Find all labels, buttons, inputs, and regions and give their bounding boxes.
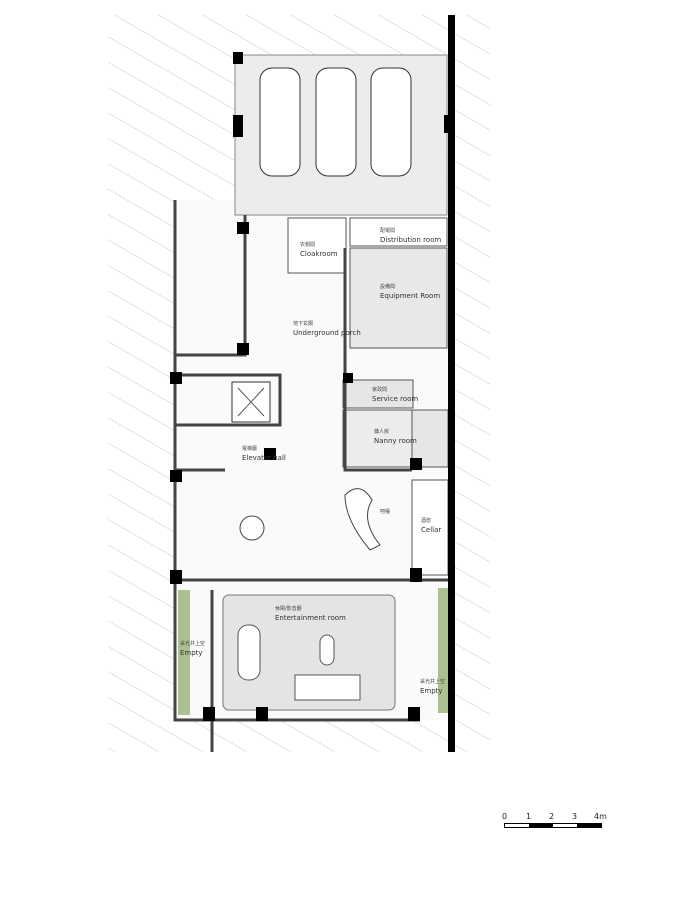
scale-tick-2: 2 — [549, 812, 555, 821]
scale-tick-3: 3 — [572, 812, 578, 821]
cellar — [411, 479, 449, 576]
car-1 — [259, 67, 301, 177]
scale-tick-4: 4m — [594, 812, 607, 821]
cars — [259, 67, 412, 177]
nanny-room — [342, 409, 414, 468]
car-3 — [370, 67, 412, 177]
coffee-table — [319, 634, 335, 666]
sofa — [294, 674, 361, 701]
bathroom — [411, 409, 449, 468]
label-bar: 吧檯 — [380, 509, 391, 515]
bar-counter — [344, 488, 381, 551]
round-table — [239, 515, 265, 541]
distribution-room — [349, 217, 448, 247]
equipment-room — [349, 247, 448, 349]
side-sofa — [237, 624, 261, 681]
car-2 — [315, 67, 357, 177]
elevator-cross — [237, 387, 265, 417]
columns — [170, 52, 454, 721]
planter-right — [438, 588, 448, 713]
service-room — [342, 379, 414, 409]
scale-tick-1: 1 — [526, 812, 532, 821]
scale-tick-0: 0 — [502, 812, 508, 821]
cloakroom — [287, 217, 347, 274]
scale-bar: 0 1 2 3 4m — [500, 812, 610, 834]
planter-left — [178, 590, 190, 715]
exterior-wall-right — [448, 15, 455, 752]
